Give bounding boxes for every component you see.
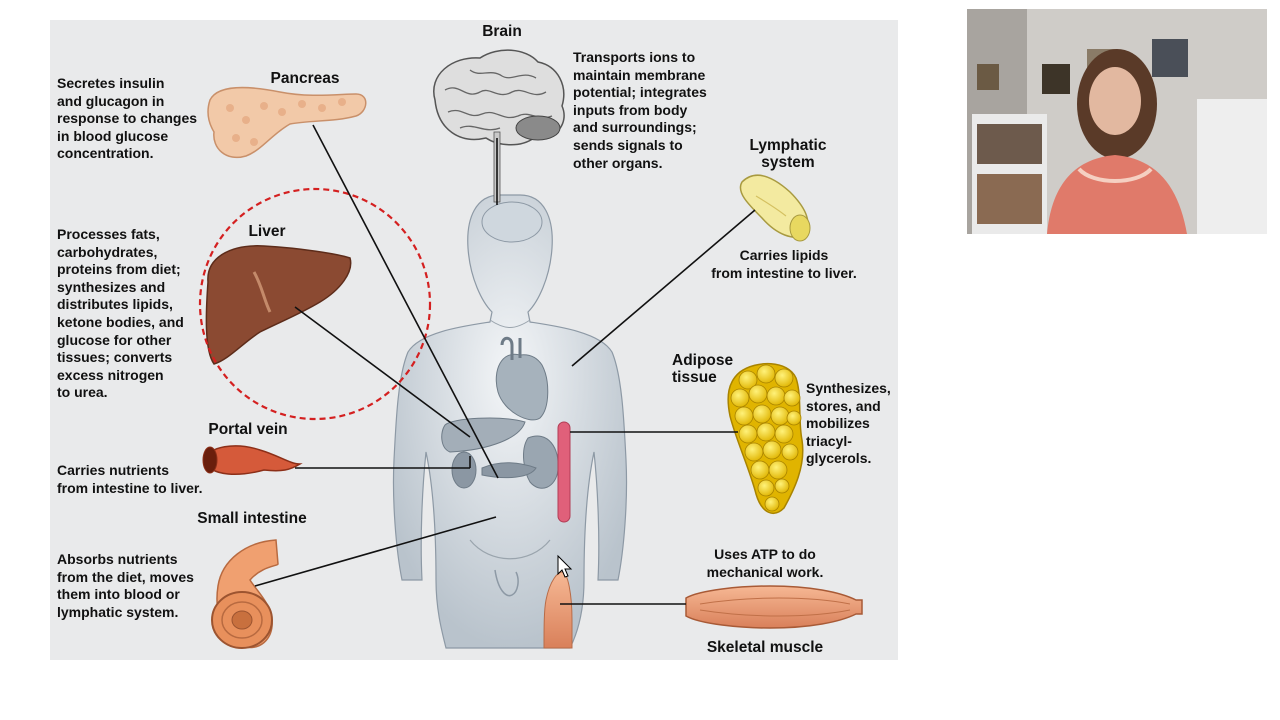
skeletal-muscle-title: Skeletal muscle xyxy=(706,639,824,656)
pancreas-title: Pancreas xyxy=(270,70,340,87)
adipose-title: Adipose tissue xyxy=(672,352,734,386)
annotation-circle xyxy=(198,187,432,421)
brain-description: Transports ions to maintain membrane pot… xyxy=(573,49,707,171)
brain-title: Brain xyxy=(482,23,522,40)
lymphatic-description: Carries lipids from intestine to liver. xyxy=(711,247,857,281)
lymphatic-title: Lymphatic system xyxy=(749,137,827,171)
portal-vein-description: Carries nutrients from intestine to live… xyxy=(57,462,203,496)
human-body xyxy=(392,194,628,649)
small-intestine-description: Absorbs nutrients from the diet, moves t… xyxy=(57,551,194,620)
portal-vein-title: Portal vein xyxy=(208,421,288,438)
slide: Brain Pancreas Liver Portal vein Small i… xyxy=(50,20,898,660)
connector-lines xyxy=(254,124,756,605)
presenter-webcam xyxy=(967,9,1267,234)
liver-description: Processes fats, carbohydrates, proteins … xyxy=(57,226,184,401)
lymphatic-illustration xyxy=(739,174,811,242)
small-intestine-illustration xyxy=(211,539,279,649)
skeletal-muscle-illustration xyxy=(685,585,863,629)
liver-title: Liver xyxy=(248,223,286,240)
skeletal-muscle-description: Uses ATP to do mechanical work. xyxy=(706,546,824,580)
portal-vein-illustration xyxy=(202,445,303,475)
mouse-cursor-icon xyxy=(557,554,573,578)
diagram-graphics xyxy=(198,49,863,649)
adipose-description: Synthesizes, stores, and mobilizes triac… xyxy=(806,380,891,467)
adipose-illustration xyxy=(727,362,804,514)
brain-illustration xyxy=(433,49,565,203)
liver-illustration xyxy=(198,187,432,421)
small-intestine-title: Small intestine xyxy=(197,510,307,527)
pancreas-description: Secretes insulin and glucagon in respons… xyxy=(57,75,198,162)
pancreas-illustration xyxy=(207,86,367,159)
